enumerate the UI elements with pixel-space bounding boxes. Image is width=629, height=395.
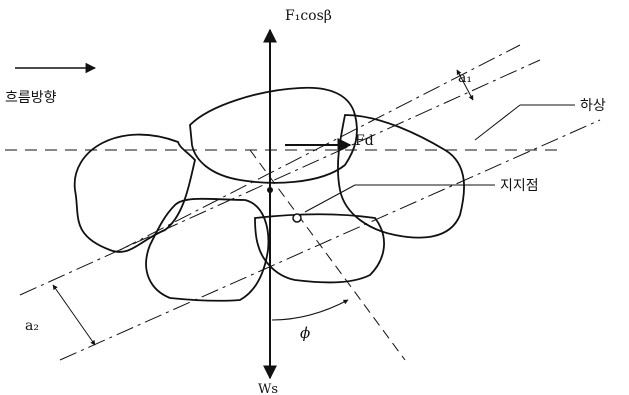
particle-left xyxy=(73,133,196,253)
particle-center-bottom xyxy=(254,213,385,284)
a2-label: a₂ xyxy=(25,318,39,334)
center-of-mass-dot xyxy=(267,187,273,193)
weight-label: Ws xyxy=(258,382,278,395)
particle-cluster xyxy=(73,86,465,302)
top-force-label: F₁cosβ xyxy=(285,8,332,24)
particle-bottom-left xyxy=(145,197,270,302)
bed-leader-line xyxy=(474,104,521,141)
middle-dashdot-line xyxy=(19,59,541,296)
inclined-dashed-line xyxy=(249,149,406,361)
upper-dashdot-line xyxy=(119,44,521,251)
particle-right xyxy=(337,114,465,239)
bed-label: 하상 xyxy=(580,98,606,114)
pivot-leader-line xyxy=(304,184,356,213)
lever-arm-lines xyxy=(19,44,601,361)
a1-label: a₁ xyxy=(458,70,472,86)
lower-dashdot-line xyxy=(59,119,601,361)
phi-angle-arc xyxy=(271,299,349,321)
pivot-point-label: 지지점 xyxy=(500,178,539,194)
a1-dimension-arrow xyxy=(456,69,474,101)
angle-label: ϕ xyxy=(300,324,310,342)
particle-top xyxy=(189,86,358,184)
drag-force-label: Fd xyxy=(355,133,374,149)
pivot-point-circle xyxy=(292,213,302,223)
flow-direction-label: 흐름방향 xyxy=(5,90,57,106)
a2-dimension-arrow xyxy=(52,284,96,346)
